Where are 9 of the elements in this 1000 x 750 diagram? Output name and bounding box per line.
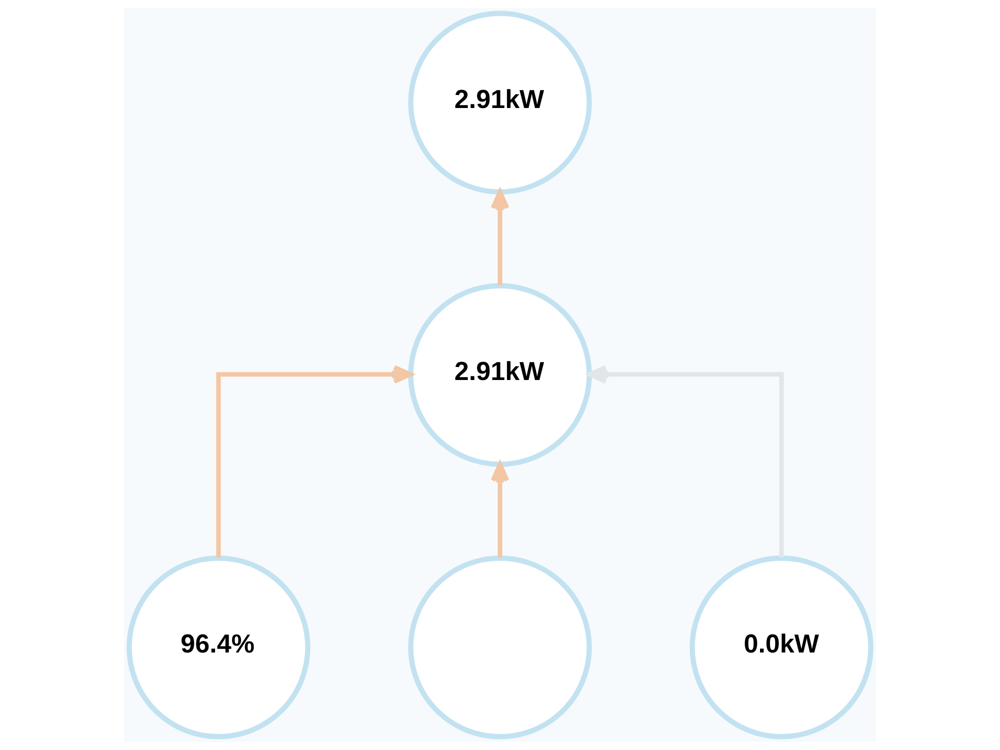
arrow xyxy=(588,365,784,558)
node-circle: 0.0kW xyxy=(690,556,874,740)
node-circle: 2.91kW xyxy=(408,10,592,194)
node-circle: 96.4% xyxy=(126,556,310,740)
node-circle: 2.91kW xyxy=(408,283,592,467)
node-circle xyxy=(408,556,592,740)
arrow xyxy=(216,365,412,558)
arrow xyxy=(490,462,510,558)
arrow xyxy=(490,190,510,286)
